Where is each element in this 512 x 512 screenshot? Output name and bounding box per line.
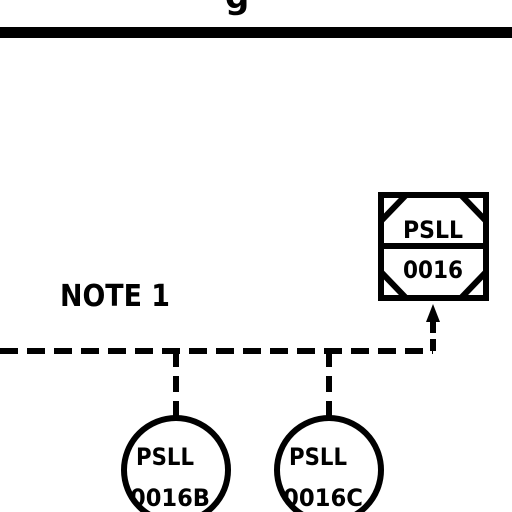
logic-block-corner-bl — [378, 269, 409, 301]
arrowhead-icon — [426, 304, 440, 322]
logic-block: PSLL 0016 — [378, 192, 489, 301]
logic-block-corner-tl — [378, 192, 409, 224]
instrument-bubble-circle — [274, 415, 384, 512]
instrument-tag: PSLL — [136, 443, 194, 471]
instrument-number: 0016B — [130, 484, 210, 512]
heavy-divider-line — [0, 27, 512, 38]
instrument-bubble-circle — [121, 415, 231, 512]
instrument-tag: PSLL — [289, 443, 347, 471]
logic-block-number: 0016 — [403, 256, 463, 284]
logic-block-corner-tr — [458, 192, 489, 224]
instrument-number: 0016C — [283, 484, 363, 512]
logic-block-corner-br — [458, 269, 489, 301]
top-label-fragment: g — [225, 0, 249, 17]
logic-block-tag: PSLL — [403, 216, 463, 244]
instrument-bubble-0016c: PSLL 0016C — [274, 415, 384, 512]
instrument-bubble-0016b: PSLL 0016B — [121, 415, 231, 512]
note-label: NOTE 1 — [60, 279, 170, 314]
